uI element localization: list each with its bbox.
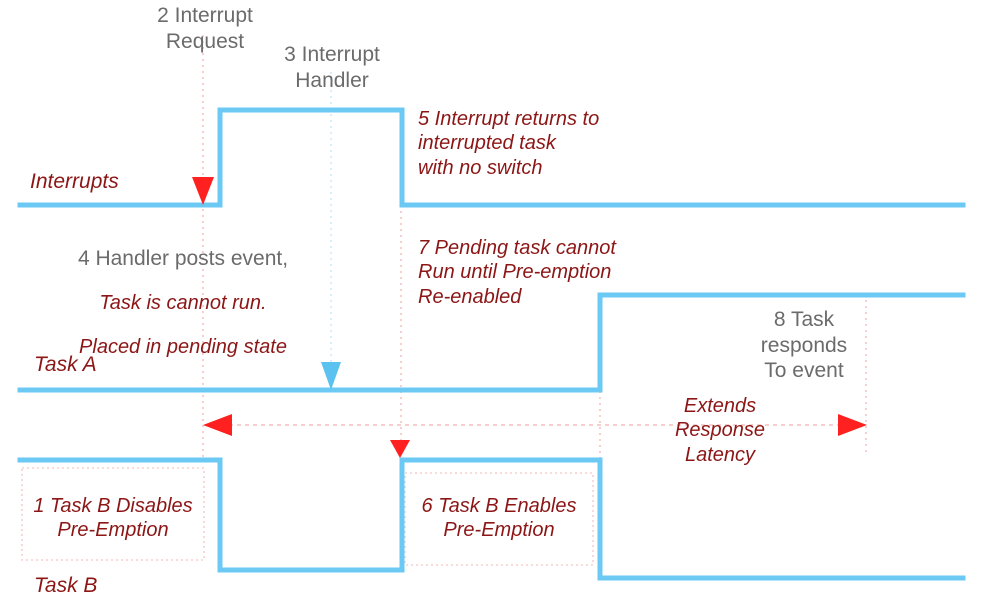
guide-lines xyxy=(202,35,867,462)
event-posted-arrow xyxy=(321,362,341,390)
annotation-step-5: 5 Interrupt returns to interrupted task … xyxy=(418,108,600,179)
event-markers xyxy=(192,177,410,458)
interrupt-request-arrow xyxy=(192,177,214,205)
preemption-enable-arrow xyxy=(390,440,410,458)
waveform-task-b xyxy=(17,457,966,581)
lane-label-task-b: Task B xyxy=(34,574,98,597)
lane-label-task-a: Task A xyxy=(34,353,97,376)
annotation-step-6: 6 Task B Enables Pre-Emption xyxy=(421,495,577,542)
annotation-step-4-line-1: 4 Handler posts event, xyxy=(77,246,289,270)
annotation-latency: Extends Response Latency xyxy=(674,395,766,466)
annotation-step-3: 3 Interrupt Handler xyxy=(284,43,380,92)
callout-boxes xyxy=(21,467,594,566)
callout-box-step-1 xyxy=(21,467,205,561)
waveform-interrupts xyxy=(17,107,966,208)
annotation-step-7: 7 Pending task cannot Run until Pre-empt… xyxy=(418,237,616,308)
latency-span-right-arrow xyxy=(838,414,867,436)
annotation-step-4-line-2: Task is cannot run. xyxy=(99,291,267,314)
waveform-task-a xyxy=(17,292,966,393)
annotation-step-4-line-3: Placed in pending state xyxy=(79,335,287,358)
annotation-step-8: 8 Task responds To event xyxy=(760,308,848,383)
latency-span-left-arrow xyxy=(203,414,232,436)
annotation-step-2: 2 Interrupt Request xyxy=(157,4,253,53)
annotation-step-4: 4 Handler posts event, Task is cannot ru… xyxy=(50,226,316,378)
annotation-step-1: 1 Task B Disables Pre-Emption xyxy=(33,495,193,542)
lane-label-interrupts: Interrupts xyxy=(30,170,119,193)
latency-span xyxy=(203,414,867,436)
